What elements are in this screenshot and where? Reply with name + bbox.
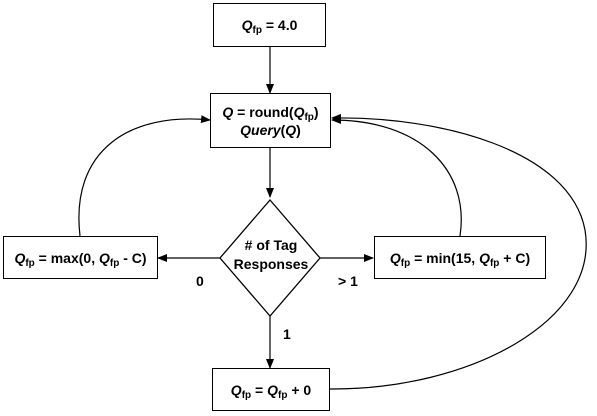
loop-increase-to-query (331, 116, 462, 237)
increase-formula: Qfp = min(15, Qfp + C) (389, 249, 531, 269)
query-mid: = round( (233, 103, 294, 120)
increase-box: Qfp = min(15, Qfp + C) (374, 236, 546, 279)
query-lhs: Q (222, 103, 234, 120)
init-lhs: Q (241, 17, 253, 33)
init-formula: Qfp = 4.0 (241, 16, 298, 36)
same-mid: = (251, 381, 268, 398)
init-rhs: = 4.0 (261, 17, 298, 33)
same-end: + 0 (287, 381, 312, 398)
edge-label-zero: 0 (196, 273, 204, 289)
query-arg-sub: fp (304, 111, 314, 123)
same-box: Qfp = Qfp + 0 (212, 368, 330, 411)
increase-end: + C) (499, 249, 531, 266)
same-arg-sub: fp (278, 389, 288, 401)
increase-lhs: Q (389, 249, 401, 266)
same-lhs: Q (230, 381, 242, 398)
edge-label-more-than-one: > 1 (338, 273, 358, 289)
query-line2: Query(Q) (240, 121, 301, 139)
query-box: Q = round(Qfp) Query(Q) (210, 93, 331, 148)
decision-line2: Responses (233, 256, 309, 272)
decrease-formula: Qfp = max(0, Qfp - C) (14, 249, 147, 269)
loop-decrease-to-query (78, 115, 211, 237)
same-lhs-sub: fp (241, 389, 252, 401)
decrease-lhs: Q (14, 249, 26, 266)
decrease-lhs-sub: fp (25, 257, 35, 269)
query-fn: Query (240, 121, 281, 138)
increase-lhs-sub: fp (400, 257, 411, 269)
decrease-arg-sub: fp (109, 257, 120, 269)
query-open: ( (280, 121, 286, 138)
decision-text: # of Tag Responses (220, 236, 322, 274)
decision-line1: # of Tag (244, 237, 298, 253)
init-box: Qfp = 4.0 (213, 3, 326, 47)
decrease-end: - C) (119, 249, 147, 266)
query-end: ) (313, 103, 319, 120)
same-arg: Q (267, 381, 278, 398)
increase-mid: = min(15, (410, 249, 480, 266)
loop-same-to-query (329, 113, 587, 390)
decrease-box: Qfp = max(0, Qfp - C) (3, 236, 158, 279)
decrease-arg: Q (98, 249, 110, 266)
query-fn-arg: Q (285, 121, 297, 138)
increase-arg-sub: fp (489, 257, 500, 269)
init-lhs-sub: fp (252, 25, 262, 36)
query-close: ) (296, 121, 301, 138)
query-line1: Q = round(Qfp) (222, 103, 319, 123)
decrease-mid: = max(0, (34, 249, 99, 266)
edge-label-one: 1 (283, 326, 291, 342)
increase-arg: Q (479, 249, 490, 266)
query-arg: Q (293, 103, 305, 120)
same-formula: Qfp = Qfp + 0 (230, 381, 312, 401)
